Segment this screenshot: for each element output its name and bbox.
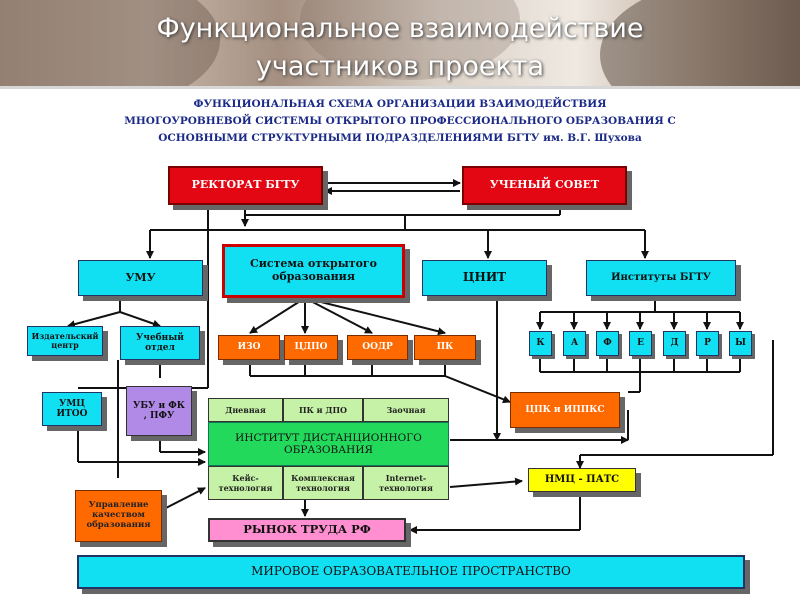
pk-box: ПК xyxy=(414,335,476,360)
department-box: К xyxy=(529,331,552,356)
diagram-heading-line-3: ОСНОВНЫМИ СТРУКТУРНЫМИ ПОДРАЗДЕЛЕНИЯМИ Б… xyxy=(158,132,642,144)
cnit-box: ЦНИТ xyxy=(422,260,547,296)
banner-photo-shade xyxy=(600,0,800,86)
department-box: Е xyxy=(629,331,652,356)
connector-line xyxy=(304,297,446,336)
connector-line xyxy=(67,311,121,329)
connector-line xyxy=(249,297,306,334)
banner-photo-shade xyxy=(0,0,220,86)
form-cell-pk-dpo: ПК и ДПО xyxy=(283,398,363,422)
connector-line xyxy=(449,477,523,488)
distance-education-institute-box: ИНСТИТУТ ДИСТАНЦИОННОГО ОБРАЗОВАНИЯ xyxy=(208,422,449,466)
slide-title-line-2: участников проекта xyxy=(255,51,545,82)
cpk-ippks-box: ЦПК и ИППКС xyxy=(510,392,620,428)
ubu-pfu-box: УБУ и ФК , ПФУ xyxy=(126,386,192,436)
department-box: Р xyxy=(696,331,719,356)
labor-market-box: РЫНОК ТРУДА РФ xyxy=(208,518,406,542)
izo-box: ИЗО xyxy=(218,335,280,360)
department-box: Ы xyxy=(729,331,752,356)
technology-cell-complex: Комплексная технология xyxy=(283,466,363,500)
department-box: Ф xyxy=(596,331,619,356)
department-box: Д xyxy=(663,331,686,356)
institutes-box: Институты БГТУ xyxy=(586,260,736,296)
connector-line xyxy=(161,487,206,511)
slide-title: Функциональное взаимодействие участников… xyxy=(0,10,800,86)
world-education-space-box: МИРОВОЕ ОБРАЗОВАТЕЛЬНОЕ ПРОСТРАНСТВО xyxy=(77,555,745,589)
umc-itoo-box: УМЦ ИТОО xyxy=(42,392,102,426)
umu-box: УМУ xyxy=(78,260,203,296)
diagram-heading: ФУНКЦИОНАЛЬНАЯ СХЕМА ОРГАНИЗАЦИИ ВЗАИМОД… xyxy=(40,96,760,147)
nmc-pats-box: НМЦ - ПАТС xyxy=(528,468,636,492)
publishing-center-box: Издательский центр xyxy=(27,326,103,356)
cdpo-box: ЦДПО xyxy=(284,335,338,360)
connector-line xyxy=(304,297,373,334)
slide-title-line-1: Функциональное взаимодействие xyxy=(156,13,644,44)
form-cell-daytime: Дневная xyxy=(208,398,283,422)
diagram-heading-line-1: ФУНКЦИОНАЛЬНАЯ СХЕМА ОРГАНИЗАЦИИ ВЗАИМОД… xyxy=(193,98,607,110)
form-cell-extramural: Заочная xyxy=(363,398,449,422)
rectorat-box: РЕКТОРАТ БГТУ xyxy=(168,166,323,205)
academic-council-box: УЧЕНЫЙ СОВЕТ xyxy=(462,166,627,205)
technology-cell-case: Кейс-технология xyxy=(208,466,283,500)
technology-cell-internet: Internet-технология xyxy=(363,466,449,500)
connector-line xyxy=(444,375,511,404)
open-education-system-box: Система открытого образования xyxy=(222,244,405,298)
diagram-heading-line-2: МНОГОУРОВНЕВОЙ СИСТЕМЫ ОТКРЫТОГО ПРОФЕСС… xyxy=(124,115,676,127)
oodr-box: ООДР xyxy=(347,335,408,360)
study-department-box: Учебный отдел xyxy=(120,326,200,360)
connector-line xyxy=(119,311,161,328)
banner-divider xyxy=(0,86,800,89)
title-banner: Функциональное взаимодействие участников… xyxy=(0,0,800,86)
quality-management-box: Управление качеством образования xyxy=(75,490,162,542)
department-box: А xyxy=(563,331,586,356)
